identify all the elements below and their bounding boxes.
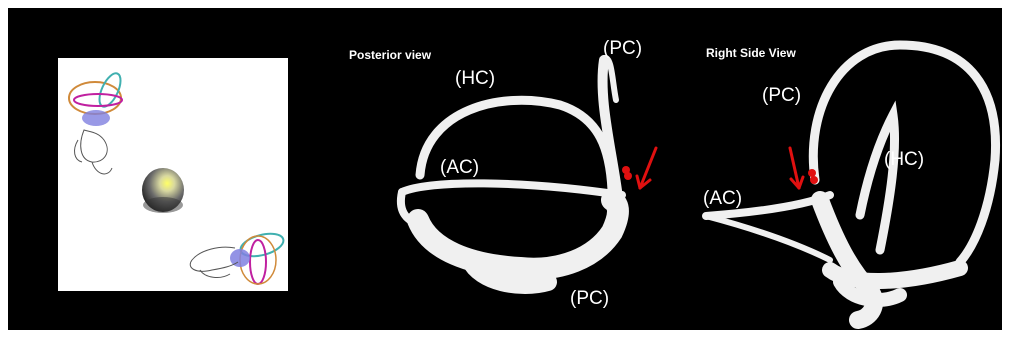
right-hc-canal (860, 115, 895, 250)
posterior-hc-label: (HC) (455, 68, 495, 90)
posterior-pc-bottom-label: (PC) (570, 288, 609, 310)
posterior-ac-label: (AC) (440, 157, 479, 179)
right-side-view-title: Right Side View (706, 46, 796, 60)
right-side-pc-label: (PC) (762, 85, 801, 107)
right-side-labyrinth-model (706, 45, 996, 320)
posterior-pc-top-label: (PC) (603, 38, 642, 60)
right-side-hc-label: (HC) (884, 149, 924, 171)
right-side-ac-label: (AC) (703, 188, 742, 210)
posterior-view-title: Posterior view (349, 48, 431, 62)
right-side-red-arrow-icon (790, 148, 803, 188)
